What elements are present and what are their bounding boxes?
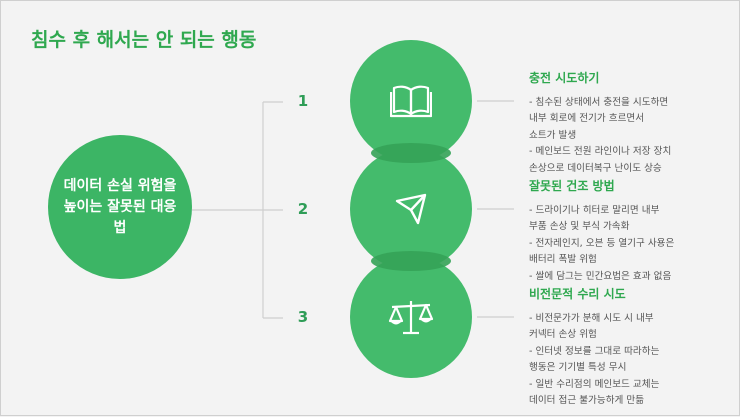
step-3-line: - 일반 수리점의 메인보드 교체는	[529, 378, 660, 390]
send-icon	[395, 193, 427, 225]
step-1-line: - 침수된 상태에서 충전을 시도하면	[529, 97, 669, 108]
step-2-line: - 쌀에 담그는 민간요법은 효과 없음	[529, 270, 672, 282]
step-3-line: - 인터넷 정보를 그대로 따라하는	[529, 345, 660, 357]
page-title: 침수 후 해서는 안 되는 행동	[31, 29, 257, 51]
step-title-3: 비전문적 수리 시도	[529, 287, 626, 301]
step-number-2: 2	[297, 200, 309, 218]
step-circle-2	[350, 148, 472, 270]
center-circle: 데이터 손실 위험을 높이는 잘못된 대응법	[48, 135, 192, 279]
step-circle-3	[350, 256, 472, 378]
book-icon	[390, 85, 432, 118]
step-3-line: 커넥터 손상 위험	[529, 329, 597, 341]
step-2-line: - 전자레인지, 오븐 등 열기구 사용은	[529, 237, 675, 249]
step-number-1: 1	[297, 92, 309, 110]
step-3-line: - 비전문가가 분해 시도 시 내부	[529, 313, 654, 324]
step-2-line: 배터리 폭발 위험	[529, 254, 597, 266]
step-1-line: 쇼트가 발생	[529, 129, 577, 141]
step-1-line: 손상으로 데이터복구 난이도 상승	[529, 162, 662, 174]
step-detail-1: 충전 시도하기 - 침수된 상태에서 충전을 시도하면 내부 회로에 전기가 흐…	[529, 69, 729, 177]
step-2-line: - 드라이기나 히터로 말리면 내부	[529, 205, 660, 216]
step-number-3: 3	[297, 308, 309, 326]
step-circle-1	[350, 40, 472, 162]
step-3-line: 데이터 접근 불가능하게 만듦	[529, 395, 645, 407]
step-3-line: 행동은 기기별 특성 무시	[529, 362, 627, 374]
step-2-line: 부품 손상 및 부식 가속화	[529, 221, 630, 233]
step-detail-2: 잘못된 건조 방법 - 드라이기나 히터로 말리면 내부 부품 손상 및 부식 …	[529, 177, 729, 285]
step-title-1: 충전 시도하기	[529, 71, 600, 85]
circle-overlap-1	[371, 143, 451, 163]
center-text: 데이터 손실 위험을 높이는 잘못된 대응법	[63, 177, 177, 236]
circle-overlap-2	[371, 251, 451, 271]
step-1-line: - 메인보드 전원 라인이나 저장 장치	[529, 146, 672, 158]
step-title-2: 잘못된 건조 방법	[529, 179, 615, 193]
step-1-line: 내부 회로에 전기가 흐르면서	[529, 113, 645, 125]
scale-icon	[388, 301, 434, 335]
step-detail-3: 비전문적 수리 시도 - 비전문가가 분해 시도 시 내부 커넥터 손상 위험 …	[529, 285, 729, 409]
